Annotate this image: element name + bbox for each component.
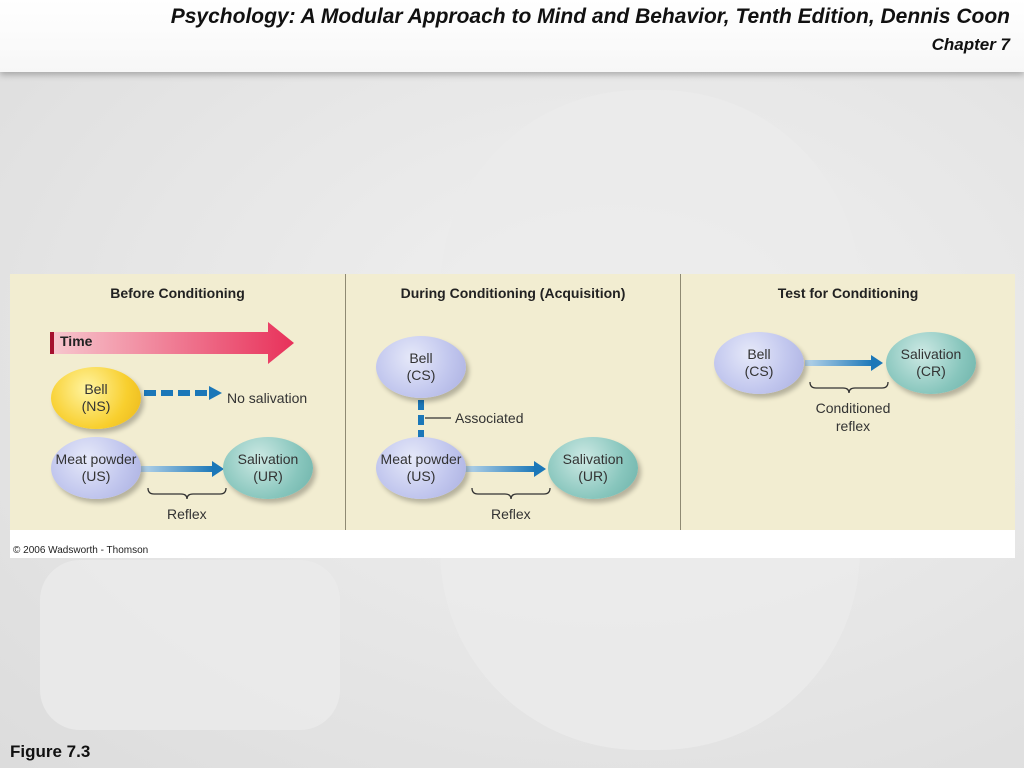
panel-before-conditioning: Before Conditioning Time Bell (NS) No sa… — [10, 274, 345, 530]
bubble-sublabel: (UR) — [253, 468, 283, 484]
conditioning-diagram: Before Conditioning Time Bell (NS) No sa… — [10, 274, 1015, 530]
reflex-brace-before — [147, 487, 227, 500]
diagram-arrows — [50, 322, 889, 500]
panel-title: Before Conditioning — [110, 285, 245, 301]
dashed-association-line — [418, 400, 451, 438]
dashed-arrow-no-salivation — [144, 386, 222, 400]
reflex-label: Reflex — [167, 506, 207, 522]
bubble-label: Bell — [84, 381, 108, 397]
bubble-label: Salivation — [237, 451, 299, 467]
bubble-sublabel: (US) — [81, 468, 111, 484]
background-shape — [40, 560, 340, 730]
no-salivation-label: No salivation — [227, 390, 308, 406]
panel-divider — [680, 274, 681, 530]
figure-container: Before Conditioning Time Bell (NS) No sa… — [10, 274, 1015, 558]
time-arrow — [50, 322, 294, 364]
salivation-ur-bubble: Salivation (UR) — [223, 437, 313, 499]
book-title: Psychology: A Modular Approach to Mind a… — [170, 5, 1010, 28]
bubble-label: Meat powder — [55, 451, 137, 467]
conditioned-reflex-brace — [809, 381, 889, 394]
meat-powder-us-bubble: Meat powder (US) — [51, 437, 141, 499]
figure-label: Figure 7.3 — [10, 742, 91, 761]
slide-header: Psychology: A Modular Approach to Mind a… — [0, 0, 1024, 72]
chapter-label: Chapter 7 — [931, 35, 1010, 54]
time-label: Time — [60, 333, 93, 349]
arrow-us-to-ur-before — [140, 461, 224, 477]
arrow-us-to-ur-during — [465, 461, 546, 477]
bubble-sublabel: (NS) — [81, 398, 111, 414]
reflex-brace-during — [471, 487, 551, 500]
bell-ns-bubble: Bell (NS) — [51, 367, 141, 429]
arrow-cs-to-cr — [805, 355, 883, 371]
copyright-notice: © 2006 Wadsworth - Thomson — [13, 545, 149, 556]
panel-divider — [345, 274, 346, 530]
